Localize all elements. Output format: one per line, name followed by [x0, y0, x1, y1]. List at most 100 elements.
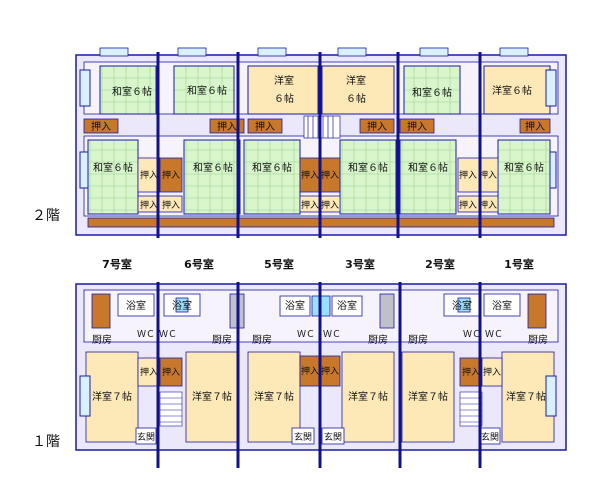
closet-label: 押入	[140, 366, 158, 378]
room-label: 和室６帖	[187, 84, 227, 97]
room-label: 和室６帖	[504, 161, 544, 174]
bath-label: 浴室	[126, 299, 146, 312]
closet-label: 押入	[301, 169, 319, 181]
wc-label: ＷＣ	[297, 330, 315, 340]
floor-label-1f: １階	[32, 434, 60, 450]
room-2-upper	[403, 65, 461, 115]
room-label: 洋室７帖	[92, 390, 132, 403]
room-label: 洋室７帖	[408, 390, 448, 403]
room-label: 洋室７帖	[506, 390, 546, 403]
room-label: 洋室	[274, 74, 294, 87]
closet-label: 押入	[479, 169, 497, 181]
wc-label: ＷＣ	[485, 330, 503, 340]
kitchen-label: 厨房	[252, 333, 272, 346]
closet-label: 押入	[301, 365, 319, 377]
room-1-lower	[497, 139, 551, 215]
room-label: ６帖	[346, 92, 366, 105]
stairs-1f	[159, 391, 483, 427]
closet-label: 押入	[321, 365, 339, 377]
wc-label: ＷＣ	[159, 330, 177, 340]
room-5-upper	[247, 65, 319, 115]
room-label: 和室６帖	[408, 161, 448, 174]
closet-label: 押入	[321, 199, 339, 211]
kitchen-label: 厨房	[212, 333, 232, 346]
closet-label: 押入	[255, 120, 275, 133]
entrance-label: 玄関	[324, 431, 342, 443]
window	[545, 69, 557, 107]
window	[79, 375, 91, 417]
window	[79, 69, 91, 107]
wc-label: ＷＣ	[137, 330, 155, 340]
room-label: 和室６帖	[412, 86, 452, 99]
bath-label: 浴室	[492, 299, 512, 312]
unit-label: 1号室	[504, 257, 534, 271]
room-1-upper	[483, 65, 551, 115]
entrance-label: 玄関	[481, 431, 499, 443]
room-2-lower	[399, 139, 457, 215]
closet-label: 押入	[479, 199, 497, 211]
bath-label: 浴室	[337, 299, 357, 312]
closet-label: 押入	[525, 120, 545, 133]
window	[545, 375, 557, 417]
kitchen-label: 厨房	[92, 333, 112, 346]
room-6-lower	[183, 139, 241, 215]
unit-label: 5号室	[264, 257, 294, 271]
room-5-lower	[243, 139, 301, 215]
room-3-lower	[339, 139, 397, 215]
unit-label: 6号室	[184, 257, 214, 271]
wc-label: ＷＣ	[323, 330, 341, 340]
room-7-lower	[87, 139, 139, 215]
room-3-upper	[321, 65, 395, 115]
floor-label-2f: ２階	[32, 208, 60, 224]
room-label: 和室６帖	[348, 161, 388, 174]
bath-label: 浴室	[285, 299, 305, 312]
room-label: 和室６帖	[252, 161, 292, 174]
second-floor: 和室６帖 和室６帖 洋室 ６帖 洋室 ６帖 和室６帖 洋室６帖 押入 押入 押入…	[75, 47, 567, 238]
wc-label: ＷＣ	[463, 330, 481, 340]
kitchen-label: 厨房	[408, 333, 428, 346]
closet-label: 押入	[162, 366, 180, 378]
closet-label: 押入	[162, 199, 180, 211]
unit-labels: 7号室 6号室 5号室 3号室 2号室 1号室	[102, 257, 534, 271]
closet-label: 押入	[321, 169, 339, 181]
bath-label: 浴室	[452, 299, 472, 312]
closet-label: 押入	[217, 120, 237, 133]
room-label: 洋室６帖	[492, 84, 532, 97]
closet-label: 押入	[140, 199, 158, 211]
closet-label: 押入	[162, 169, 180, 181]
unit-partitions-2f	[156, 52, 482, 238]
entrance-label: 玄関	[137, 431, 155, 443]
entrances	[135, 427, 501, 445]
closet-label: 押入	[459, 169, 477, 181]
closet-label: 押入	[91, 120, 111, 133]
room-label: ６帖	[274, 92, 294, 105]
room-label: 洋室	[346, 74, 366, 87]
unit-label: 3号室	[345, 257, 375, 271]
room-7-upper	[99, 65, 157, 115]
unit-partitions-1f	[156, 282, 482, 468]
room-label: 和室６帖	[112, 85, 152, 98]
bath-label: 浴室	[172, 299, 192, 312]
unit-label: 2号室	[425, 257, 455, 271]
kitchen-label: 厨房	[368, 333, 388, 346]
closets-middle	[83, 118, 551, 134]
unit-label: 7号室	[102, 257, 132, 271]
room-label: 洋室７帖	[254, 390, 294, 403]
closet-label: 押入	[140, 169, 158, 181]
staircase	[303, 115, 341, 139]
closet-label: 押入	[367, 120, 387, 133]
top-windows	[99, 47, 529, 57]
closet-label: 押入	[483, 366, 501, 378]
living-rooms	[85, 351, 555, 443]
closet-label: 押入	[462, 366, 480, 378]
closet-label: 押入	[301, 199, 319, 211]
room-label: 和室６帖	[93, 161, 133, 174]
room-label: 洋室７帖	[192, 390, 232, 403]
kitchen-label: 厨房	[528, 333, 548, 346]
room-label: 洋室７帖	[348, 390, 388, 403]
closet-label: 押入	[459, 199, 477, 211]
room-label: 和室６帖	[193, 161, 233, 174]
first-floor: 浴室 浴室 浴室 浴室 浴室 浴室 ＷＣ ＷＣ ＷＣ ＷＣ ＷＣ ＷＣ 厨房 厨…	[75, 282, 567, 468]
entrance-label: 玄関	[294, 431, 312, 443]
